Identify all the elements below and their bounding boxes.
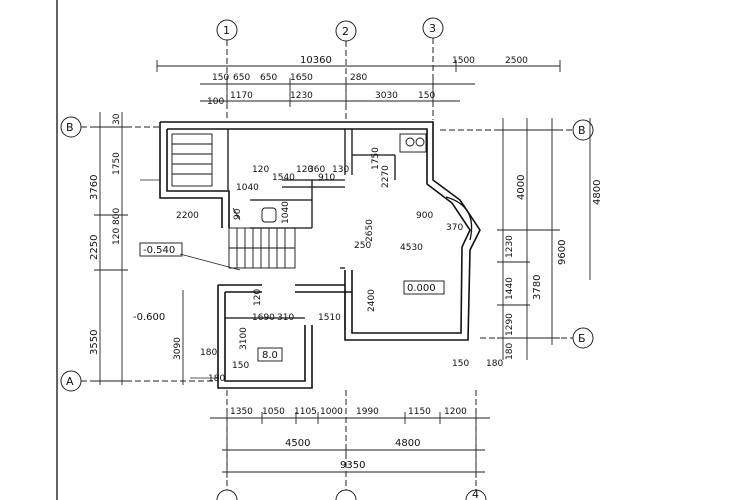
dim-bottom-4500: 4500 <box>285 438 310 449</box>
dim-int-360: 360 <box>308 165 325 175</box>
axis-circle-2-bottom <box>335 489 357 500</box>
dim-right-3780: 3780 <box>532 275 543 300</box>
exterior-walls <box>159 121 481 389</box>
dim-int-1690: 1690 <box>252 313 275 323</box>
dim-int-130: 130 <box>332 165 349 175</box>
dim-top-1170: 1170 <box>230 91 253 101</box>
dim-top-650b: 650 <box>260 73 277 83</box>
dim-top-right-small: 1500 <box>452 56 475 66</box>
dim-bottom-1000: 1000 <box>320 407 343 417</box>
dim-int-120b: 120 <box>296 165 313 175</box>
left-dimension-lines <box>94 112 184 385</box>
dim-top-650: 650 <box>233 73 250 83</box>
dim-left-2250: 2250 <box>89 235 100 260</box>
dim-int-3100: 3100 <box>239 327 249 350</box>
dim-top-100: 100 <box>207 97 224 107</box>
dim-int-370: 370 <box>446 223 463 233</box>
axis-label-1: 1 <box>223 24 230 37</box>
dim-int-250: 250 <box>354 241 371 251</box>
dim-right-4800: 4800 <box>592 180 603 205</box>
level-0000: 0.000 <box>407 283 436 294</box>
dim-left-1750: 1750 <box>112 152 122 175</box>
dim-int-900: 900 <box>416 211 433 221</box>
dim-bottom-overall: 9350 <box>340 460 365 471</box>
dim-bottom-4800: 4800 <box>395 438 420 449</box>
dim-left-800: 800 <box>112 208 122 225</box>
dim-int-120c: 120 <box>253 289 263 306</box>
axis-circle-b-right <box>572 119 594 141</box>
dim-top-1230: 1230 <box>290 91 313 101</box>
level-marks <box>139 242 445 362</box>
interior-walls <box>225 129 396 330</box>
dim-right-1230: 1230 <box>505 235 515 258</box>
dim-bottom-1050: 1050 <box>262 407 285 417</box>
wc-fixtures <box>261 133 427 223</box>
dim-right-150: 150 <box>452 359 469 369</box>
dim-int-1540: 1540 <box>272 173 295 183</box>
dim-int-180: 180 <box>208 374 225 384</box>
dim-int-150: 150 <box>232 361 249 371</box>
dim-top-150b: 150 <box>418 91 435 101</box>
axis-label-a-left: А <box>66 375 74 388</box>
dim-top-150: 150 <box>212 73 229 83</box>
bottom-dimension-lines <box>210 412 490 478</box>
dim-top-overall: 10360 <box>300 55 332 66</box>
dim-right-180b: 180 <box>486 359 503 369</box>
dim-int-90: 90 <box>233 208 243 220</box>
level-8-0: 8.0 <box>262 350 278 361</box>
dim-right-1290: 1290 <box>505 313 515 336</box>
dim-right-9600: 9600 <box>557 240 568 265</box>
dim-int-1510: 1510 <box>318 313 341 323</box>
bay-window-arc <box>445 196 473 241</box>
axis-label-b-left: В <box>66 121 74 134</box>
dim-int-2200: 2200 <box>176 211 199 221</box>
dim-left-3550: 3550 <box>89 330 100 355</box>
dim-left-3760: 3760 <box>89 175 100 200</box>
leader-lines <box>140 179 241 379</box>
axis-label-2: 2 <box>342 25 349 38</box>
axis-circle-1-bottom <box>216 489 238 500</box>
dim-int-2650: 2650 <box>365 219 375 242</box>
dim-top-1650: 1650 <box>290 73 313 83</box>
axis-label-3: 3 <box>429 22 436 35</box>
dim-int-1750: 1750 <box>371 147 381 170</box>
dim-left-120: 120 <box>112 228 122 245</box>
dim-int-910: 910 <box>318 173 335 183</box>
stair-upper <box>171 133 213 187</box>
axis-label-4-bottom: 4 <box>472 488 479 500</box>
dim-bottom-1990: 1990 <box>356 407 379 417</box>
dim-bottom-1200: 1200 <box>444 407 467 417</box>
dim-right-1440: 1440 <box>505 277 515 300</box>
axis-label-b-right: В <box>578 124 586 137</box>
dim-right-180: 180 <box>505 343 515 360</box>
dim-int-310: 310 <box>277 313 294 323</box>
dim-bottom-1350: 1350 <box>230 407 253 417</box>
dim-top-280: 280 <box>350 73 367 83</box>
top-dimension-lines <box>156 60 561 107</box>
level-minus-0540: -0.540 <box>143 245 175 256</box>
dim-left-3090: 3090 <box>173 337 183 360</box>
dim-bottom-1150: 1150 <box>408 407 431 417</box>
dim-int-120a: 120 <box>252 165 269 175</box>
level-minus-0600: -0.600 <box>133 312 165 323</box>
dim-right-4000: 4000 <box>516 175 527 200</box>
right-dimension-lines <box>497 118 591 360</box>
dim-top-3030: 3030 <box>375 91 398 101</box>
dim-int-4530: 4530 <box>400 243 423 253</box>
dim-bottom-1105: 1105 <box>294 407 317 417</box>
axis-label-b2-right: Б <box>578 332 586 345</box>
stair-lower <box>228 227 296 269</box>
dim-top-right: 2500 <box>505 56 528 66</box>
dim-int-2270: 2270 <box>381 165 391 188</box>
dim-int-1040: 1040 <box>236 183 259 193</box>
dim-int-1040b: 1040 <box>281 201 291 224</box>
dim-int-2400: 2400 <box>367 289 377 312</box>
grid-axes <box>60 17 594 500</box>
dim-left-180: 180 <box>200 348 217 358</box>
dim-left-30: 30 <box>112 113 122 125</box>
